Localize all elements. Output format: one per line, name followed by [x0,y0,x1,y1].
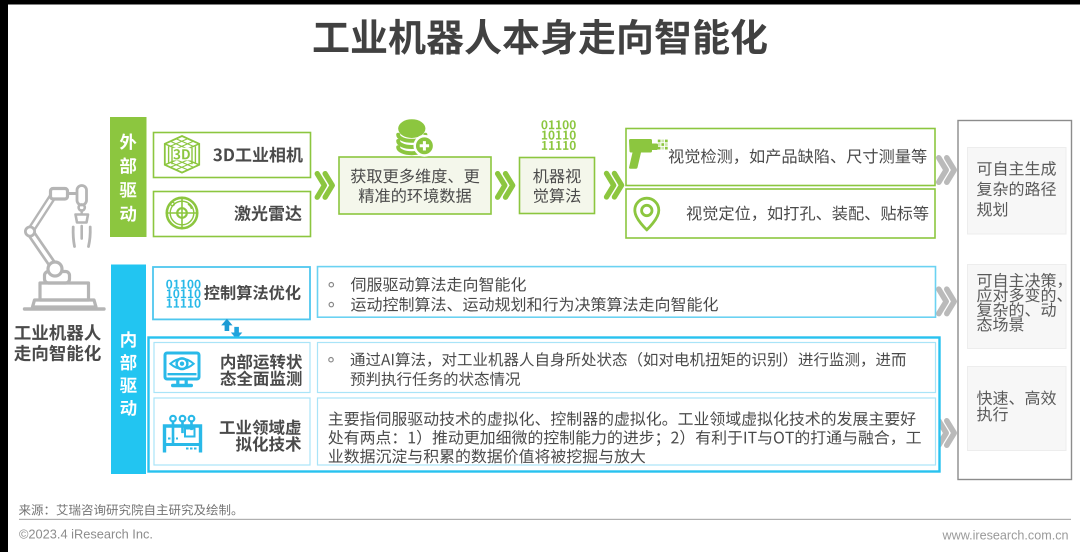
svg-text:©2023.4 iResearch Inc.: ©2023.4 iResearch Inc. [19,527,153,542]
svg-text:www.iresearch.com.cn: www.iresearch.com.cn [942,529,1069,543]
